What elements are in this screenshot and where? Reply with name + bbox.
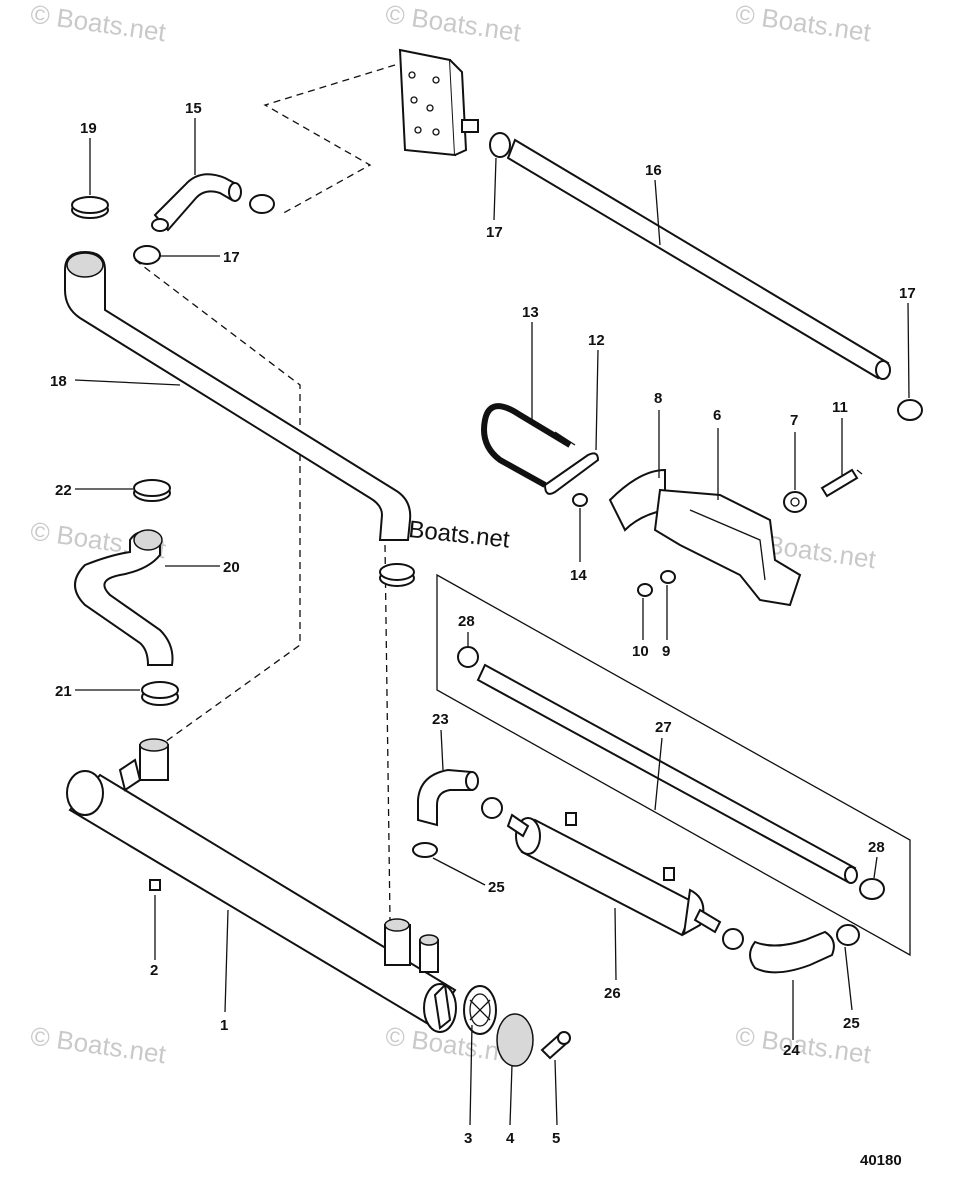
callout-26: 26 [604,985,621,1002]
part-11-fitting [820,468,863,498]
part-28-clamp-upper [457,646,479,668]
part-17-clamp-top [489,132,511,158]
callout-labels: 1 2 3 4 5 6 7 8 9 10 11 12 13 14 15 16 1… [50,100,916,1147]
part-27-tube [476,663,858,884]
callout-25-right: 25 [843,1015,860,1032]
callout-9: 9 [662,643,670,660]
callout-20: 20 [223,559,240,576]
part-14-nut [572,493,588,507]
assembly-panel-outline [436,573,911,957]
part-7-bushing [783,491,807,513]
part-17-clamp-left [133,245,161,265]
part-24-hose [749,930,835,974]
part-10-nut [637,583,653,597]
dashed-guide-left [134,259,301,761]
callout-22: 22 [55,482,72,499]
clamp-under-pipe-18 [379,563,415,587]
callout-27: 27 [655,719,672,736]
clamp-right-of-23 [481,797,503,819]
part-22-clamp [133,479,171,502]
callout-18: 18 [50,373,67,390]
part-26-cooler [506,812,722,937]
part-12-strap [543,452,600,495]
callout-15: 15 [185,100,202,117]
callout-14: 14 [570,567,587,584]
part-25-clamp-right [836,924,860,946]
callout-6: 6 [713,407,721,424]
callout-28-lower: 28 [868,839,885,856]
callout-24: 24 [783,1042,800,1059]
callout-8: 8 [654,390,662,407]
callout-17-right: 17 [899,285,916,302]
part-23-elbow-hose [417,768,479,827]
part-5-screw [540,1031,571,1060]
thermostat-housing [398,48,479,157]
callout-21: 21 [55,683,72,700]
part-18-long-pipe [64,250,412,541]
callout-1: 1 [220,1017,228,1034]
callout-11: 11 [832,399,848,416]
callout-28-upper: 28 [458,613,475,630]
part-4-end-cover [496,1013,534,1067]
callout-19: 19 [80,120,97,137]
part-9-washer [660,570,676,584]
hose-clamp-15 [249,194,275,214]
part-6-bracket [653,488,802,607]
part-21-clamp [141,681,179,706]
dashed-guide-top [263,64,396,216]
clamp-right-of-26 [722,928,744,950]
part-25-clamp-left [412,842,438,858]
part-20-s-hose [74,529,174,666]
callout-13: 13 [522,304,539,321]
callout-3: 3 [464,1130,472,1147]
dashed-guide-right [384,544,391,921]
part-15-elbow-hose [151,173,242,232]
callout-2: 2 [150,962,158,979]
part-16-tube [506,138,891,380]
callout-16: 16 [645,162,662,179]
part-3-gasket [463,985,497,1035]
callout-10: 10 [632,643,649,660]
part-28-clamp-lower [859,878,885,900]
callout-17-top: 17 [486,224,503,241]
callout-25-left: 25 [488,879,505,896]
figure-number: 40180 [860,1152,902,1169]
callout-12: 12 [588,332,605,349]
part-19-clamp [71,196,109,219]
part-17-clamp-right [897,399,923,421]
part-1-heat-exchanger [66,738,457,1033]
callout-7: 7 [790,412,798,429]
callout-5: 5 [552,1130,560,1147]
leader-lines [74,118,910,1126]
part-2-plug [149,879,161,891]
callout-23: 23 [432,711,449,728]
part-13-u-bolt [481,403,576,488]
callout-4: 4 [506,1130,515,1147]
callout-17-left: 17 [223,249,240,266]
